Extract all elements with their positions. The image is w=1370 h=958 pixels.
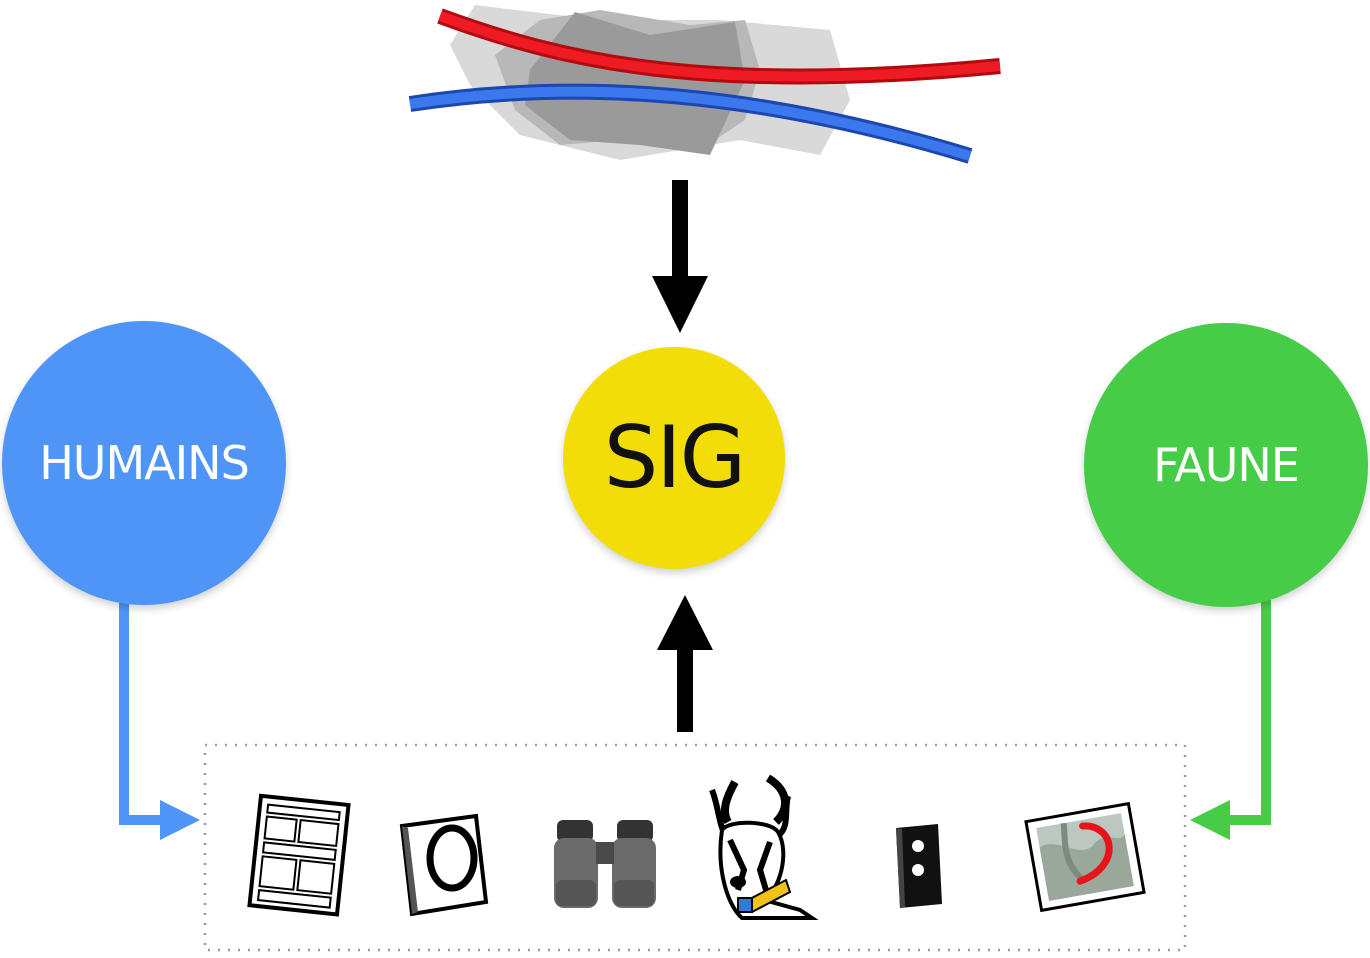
humains-label: HUMAINS: [39, 436, 250, 490]
sig-label: SIG: [603, 408, 747, 508]
faune-connector: [1190, 600, 1271, 840]
faune-label: FAUNE: [1153, 438, 1300, 492]
arrow-map-to-sig: [652, 180, 708, 333]
humains-connector: [119, 600, 200, 840]
chamois-collar-icon: [709, 774, 819, 920]
speaker-sensor-icon: [896, 824, 942, 908]
roads: [408, 8, 1001, 164]
questionnaire-form-icon: [247, 793, 351, 917]
habitat-polygon-dark: [525, 12, 745, 155]
faune-node: FAUNE: [1084, 323, 1368, 607]
telemetry-map-photo-icon: [1024, 801, 1146, 913]
binoculars-icon: [554, 820, 656, 908]
sig-node: SIG: [563, 347, 785, 569]
data-sources-box: [203, 743, 1187, 952]
humains-node: HUMAINS: [2, 321, 286, 605]
camera-trap-icon: [399, 813, 489, 917]
arrow-data-to-sig: [657, 595, 713, 732]
